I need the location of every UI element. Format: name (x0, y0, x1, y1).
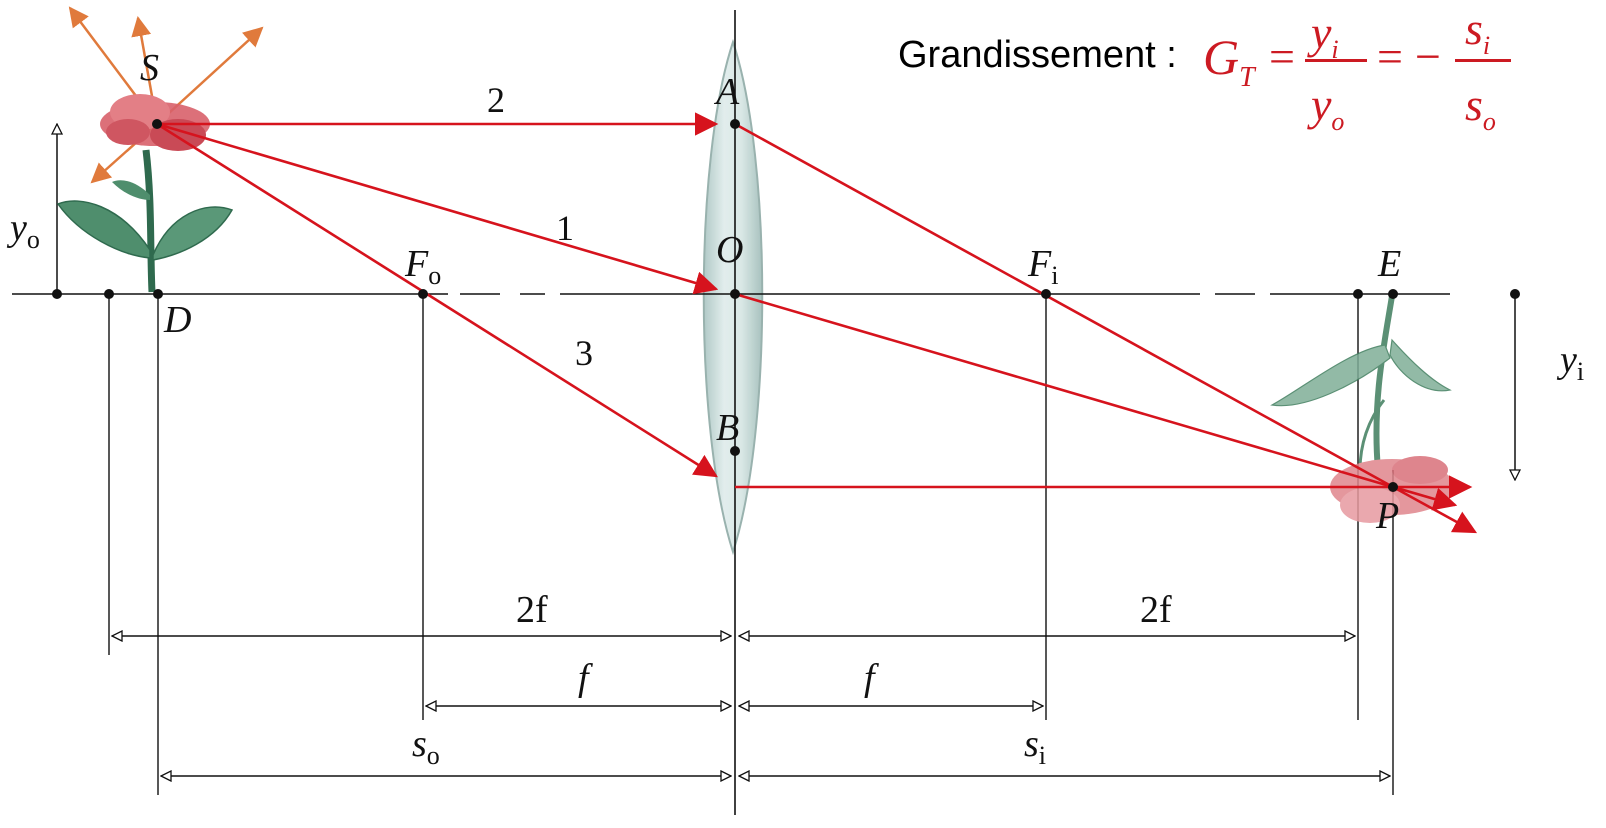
label-E: E (1377, 243, 1401, 285)
label-si: si (1024, 723, 1046, 770)
ray-1-exit (1392, 485, 1458, 511)
label-2f-left: 2f (516, 589, 548, 631)
point-P (1388, 482, 1398, 492)
point-right-end (1510, 289, 1520, 299)
ray-label-2: 2 (487, 80, 505, 120)
point-Fi (1041, 289, 1051, 299)
formula-lead-text: Grandissement : (898, 34, 1177, 76)
label-f-right: f (864, 657, 879, 699)
ray-2-refracted (734, 122, 1394, 489)
ray-3-incident (156, 122, 718, 478)
points (52, 119, 1520, 492)
formula-frac2-bar (1455, 59, 1511, 62)
formula-num1: yi (1307, 7, 1339, 64)
formula-frac1-bar (1305, 59, 1367, 62)
label-P: P (1375, 495, 1399, 537)
dimension-lines (112, 636, 1390, 776)
label-yi: yi (1556, 339, 1584, 386)
point-B (730, 446, 740, 456)
formula-eq-2: = (1377, 31, 1403, 82)
label-f-left: f (578, 657, 593, 699)
label-Fi: Fi (1027, 243, 1058, 290)
point-Fo (418, 289, 428, 299)
principal-rays (156, 112, 1478, 534)
formula-num2: si (1465, 4, 1490, 60)
label-2f-right: 2f (1140, 589, 1172, 631)
formula-minus: − (1415, 31, 1441, 82)
label-Fo: Fo (404, 243, 441, 290)
image-flower (1270, 295, 1454, 523)
point-D (153, 289, 163, 299)
label-S: S (140, 47, 159, 89)
label-O: O (716, 229, 743, 271)
label-yo: yo (6, 207, 40, 254)
formula-den1: yo (1307, 79, 1344, 136)
point-O (730, 289, 740, 299)
point-left-end (52, 289, 62, 299)
point-left-2f (104, 289, 114, 299)
label-B: B (716, 407, 739, 449)
label-so: so (412, 723, 440, 770)
formula-eq-1: = (1269, 31, 1295, 82)
point-A (730, 119, 740, 129)
ray-label-1: 1 (556, 208, 574, 248)
formula-den2: so (1465, 79, 1496, 136)
formula-G: GT (1203, 29, 1257, 93)
point-S (152, 119, 162, 129)
object-flower (56, 6, 264, 293)
ray-label-3: 3 (575, 333, 593, 373)
point-E (1388, 289, 1398, 299)
label-D: D (163, 299, 191, 341)
ray-1-continued (734, 292, 1394, 489)
point-right-2f (1353, 289, 1363, 299)
magnification-formula: GT = yi yo = − si so (1203, 4, 1511, 136)
label-A: A (713, 71, 740, 113)
ray-1-incident (156, 122, 719, 295)
